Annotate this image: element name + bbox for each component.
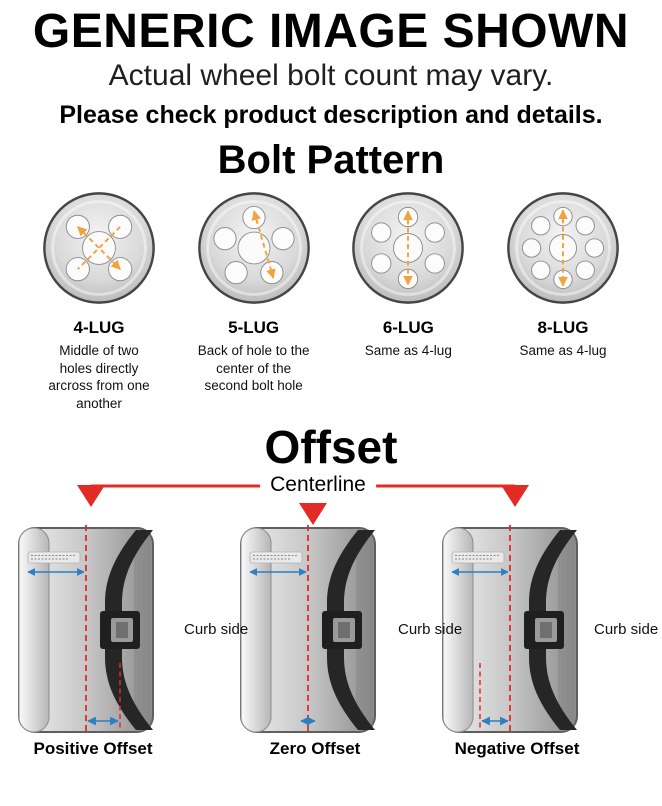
wheel-cross-section-negative — [440, 525, 590, 736]
offset-diagram: Centerline — [0, 473, 662, 775]
wheel-5lug-diagram — [197, 192, 310, 304]
lug-5-description: Back of hole to the center of the second… — [197, 342, 310, 394]
lug-item-5: 5-LUG Back of hole to the center of the … — [177, 190, 331, 413]
subtitle: Actual wheel bolt count may vary. — [108, 58, 554, 92]
note-text: Please check product description and det… — [59, 100, 603, 129]
lug-item-4: 4-LUG Middle of two holes directly arcro… — [22, 190, 176, 413]
curb-side-label-1: Curb side — [184, 621, 249, 639]
centerline-marker-middle — [299, 503, 327, 526]
wheel-4lug-diagram — [43, 192, 155, 304]
lug-4-label: 4-LUG — [73, 317, 125, 337]
lug-8-label: 8-LUG — [537, 317, 589, 337]
centerline-label: Centerline — [260, 473, 376, 498]
offset-label-negative: Negative Offset — [454, 739, 580, 759]
wheel-8lug-diagram — [507, 192, 619, 304]
wheel-infographic: GENERIC IMAGE SHOWN Actual wheel bolt co… — [0, 6, 662, 806]
offset-title: Offset — [264, 421, 398, 474]
curb-side-label-3: Curb side — [594, 621, 659, 639]
bolt-pattern-row: 4-LUG Middle of two holes directly arcro… — [0, 182, 662, 413]
wheel-cross-section-positive — [16, 525, 166, 736]
centerline-marker-right — [501, 485, 529, 508]
offset-label-positive: Positive Offset — [33, 739, 153, 759]
wheel-6lug-diagram — [352, 192, 465, 304]
curb-side-label-2: Curb side — [398, 621, 463, 639]
lug-5-label: 5-LUG — [228, 317, 280, 337]
lug-6-description: Same as 4-lug — [364, 342, 452, 358]
lug-8-description: Same as 4-lug — [519, 342, 607, 358]
lug-item-8: 8-LUG Same as 4-lug — [486, 190, 640, 413]
bolt-pattern-title: Bolt Pattern — [217, 137, 445, 182]
offset-label-zero: Zero Offset — [269, 739, 361, 759]
centerline-marker-left — [77, 485, 105, 508]
lug-4-description: Middle of two holes directly arcross fro… — [48, 342, 150, 412]
wheel-cross-section-zero — [238, 525, 388, 736]
lug-item-6: 6-LUG Same as 4-lug — [331, 190, 485, 413]
main-title: GENERIC IMAGE SHOWN — [32, 5, 630, 58]
lug-6-label: 6-LUG — [382, 317, 434, 337]
